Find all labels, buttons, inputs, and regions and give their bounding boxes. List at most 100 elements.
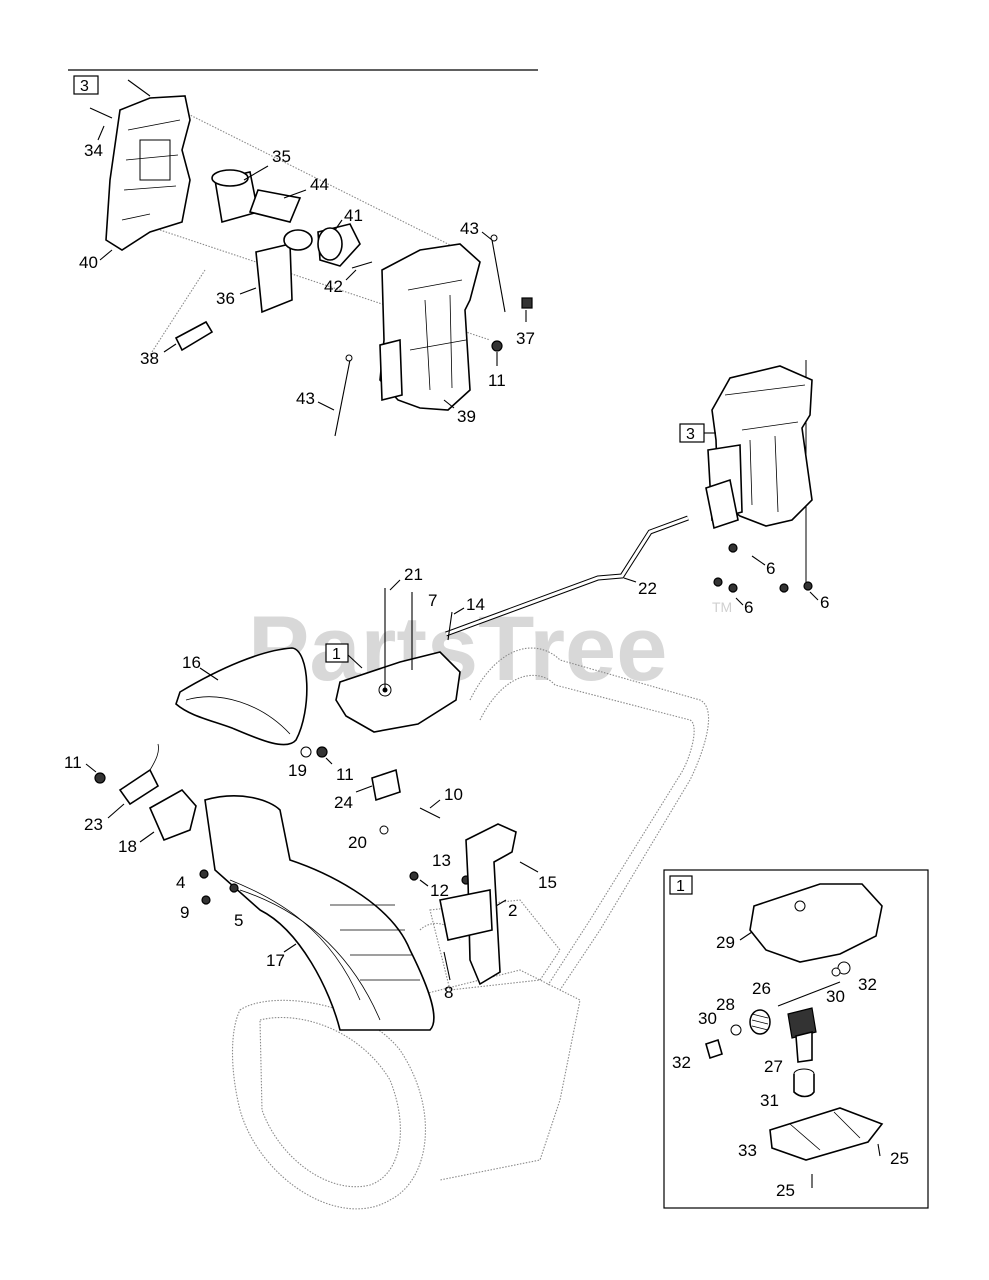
part-28-spring[interactable] bbox=[749, 1009, 771, 1035]
callout-23: 23 bbox=[84, 815, 103, 834]
part-8-bolt[interactable] bbox=[443, 951, 451, 981]
part-43-cable-lower[interactable] bbox=[334, 354, 353, 437]
inset-1-center-label: 1 bbox=[332, 646, 341, 663]
part-6-screw-c[interactable] bbox=[728, 583, 738, 593]
part-42-bolt[interactable] bbox=[351, 261, 373, 269]
part-16-chute-deflector[interactable] bbox=[175, 647, 308, 746]
callout-25-bottom: 25 bbox=[776, 1181, 795, 1200]
callout-27: 27 bbox=[764, 1057, 783, 1076]
part-31-bushing[interactable] bbox=[793, 1068, 815, 1098]
part-25-screw-right[interactable] bbox=[877, 1143, 881, 1157]
callout-8: 8 bbox=[444, 983, 453, 1002]
callout-43-lower: 43 bbox=[296, 389, 315, 408]
right-housing-assembly: 3 6 6 6 bbox=[679, 360, 829, 617]
part-26-shaft[interactable] bbox=[777, 981, 841, 1007]
part-6-screw-d[interactable] bbox=[779, 583, 789, 593]
part-29-cover[interactable] bbox=[749, 883, 883, 963]
callout-11-center: 11 bbox=[336, 765, 354, 784]
part-22-rod[interactable] bbox=[445, 515, 689, 637]
callout-14: 14 bbox=[466, 595, 485, 614]
part-34-screw-b[interactable] bbox=[89, 107, 113, 119]
callout-6-c: 6 bbox=[820, 593, 829, 612]
callout-29: 29 bbox=[716, 933, 735, 952]
callout-25-right: 25 bbox=[890, 1149, 909, 1168]
callout-35: 35 bbox=[272, 147, 291, 166]
part-19-washer[interactable] bbox=[300, 746, 312, 758]
part-39-housing-assembly[interactable] bbox=[379, 243, 481, 411]
callout-17: 17 bbox=[266, 951, 285, 970]
part-9-nut[interactable] bbox=[201, 895, 211, 905]
part-5-bolt[interactable] bbox=[229, 883, 239, 893]
part-30-washer-right[interactable] bbox=[831, 967, 841, 977]
callout-40: 40 bbox=[79, 253, 98, 272]
callout-11-left: 11 bbox=[64, 753, 82, 772]
callout-2: 2 bbox=[508, 901, 517, 920]
part-6-screw-e[interactable] bbox=[803, 581, 813, 591]
callout-6-a: 6 bbox=[766, 559, 775, 578]
inset-3-label-box bbox=[73, 75, 99, 95]
callout-34: 34 bbox=[84, 141, 103, 160]
callout-30-right: 30 bbox=[826, 987, 845, 1006]
part-11-nut-left[interactable] bbox=[94, 772, 106, 784]
part-11-nut[interactable] bbox=[491, 340, 503, 352]
part-37-nut[interactable] bbox=[521, 297, 533, 309]
part-18-handle[interactable] bbox=[148, 788, 197, 842]
part-11-nut-center[interactable] bbox=[316, 746, 328, 758]
watermark-tm: TM bbox=[712, 599, 732, 615]
callout-42: 42 bbox=[324, 277, 343, 296]
part-36-motor[interactable] bbox=[255, 229, 313, 314]
callout-13: 13 bbox=[432, 851, 451, 870]
part-17-discharge-chute[interactable] bbox=[204, 795, 435, 1031]
inset-1-label-box bbox=[669, 875, 693, 895]
callout-33: 33 bbox=[738, 1141, 757, 1160]
callout-16: 16 bbox=[182, 653, 201, 672]
part-35-motor[interactable] bbox=[211, 169, 259, 224]
part-6-screw-a[interactable] bbox=[728, 543, 738, 553]
inset-1-label: 1 bbox=[676, 878, 685, 895]
callout-24: 24 bbox=[334, 793, 353, 812]
inset-1-center-label-box bbox=[325, 643, 349, 663]
part-44-gear[interactable] bbox=[248, 189, 302, 223]
callout-26: 26 bbox=[752, 979, 771, 998]
callout-19: 19 bbox=[288, 761, 307, 780]
part-12-nut[interactable] bbox=[409, 871, 419, 881]
callout-28: 28 bbox=[716, 995, 735, 1014]
part-38-fitting[interactable] bbox=[174, 320, 214, 352]
part-30-washer-left[interactable] bbox=[730, 1024, 742, 1036]
part-10-pin[interactable] bbox=[419, 807, 441, 819]
part-40-housing[interactable] bbox=[105, 95, 191, 251]
callout-21: 21 bbox=[404, 565, 423, 584]
callout-43-upper: 43 bbox=[460, 219, 479, 238]
part-2-chute-bracket[interactable] bbox=[439, 823, 517, 986]
inset-1-detail: 1 29 26 32 30 28 30 32 27 31 bbox=[663, 869, 929, 1209]
machine-frame-ghost bbox=[232, 647, 710, 1210]
callout-12: 12 bbox=[430, 881, 449, 900]
part-27-gear[interactable] bbox=[787, 1007, 817, 1063]
part-34-screw-a[interactable] bbox=[127, 79, 151, 97]
callout-36: 36 bbox=[216, 289, 235, 308]
part-6-screw-b[interactable] bbox=[713, 577, 723, 587]
callout-22: 22 bbox=[638, 579, 657, 598]
callout-37: 37 bbox=[516, 329, 535, 348]
callout-30-left: 30 bbox=[698, 1009, 717, 1028]
part-23-bracket[interactable] bbox=[118, 743, 160, 806]
callout-32-left: 32 bbox=[672, 1053, 691, 1072]
callout-44: 44 bbox=[310, 175, 329, 194]
callout-18: 18 bbox=[118, 837, 137, 856]
part-14-pin[interactable] bbox=[447, 611, 453, 641]
part-41-gear-housing[interactable] bbox=[317, 223, 361, 267]
callout-9: 9 bbox=[180, 903, 189, 922]
part-4-bushing[interactable] bbox=[199, 869, 209, 879]
part-20-washer[interactable] bbox=[379, 825, 389, 835]
right-housing[interactable] bbox=[705, 365, 813, 530]
callout-7: 7 bbox=[428, 591, 437, 610]
part-43-cable-upper[interactable] bbox=[490, 234, 506, 313]
part-33-bracket[interactable] bbox=[769, 1107, 884, 1161]
callout-39: 39 bbox=[457, 407, 476, 426]
callout-4: 4 bbox=[176, 873, 185, 892]
part-24-bracket[interactable] bbox=[371, 768, 401, 802]
callout-20: 20 bbox=[348, 833, 367, 852]
part-32-bushing-left[interactable] bbox=[705, 1038, 723, 1060]
inset-3-right-label: 3 bbox=[686, 426, 695, 443]
